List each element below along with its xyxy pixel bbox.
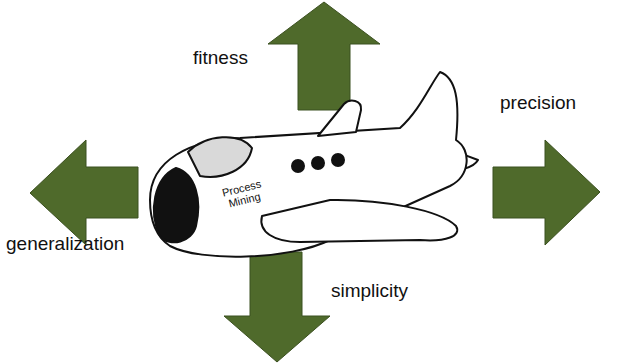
nose (154, 168, 198, 242)
down-arrow (224, 252, 330, 362)
cockpit-window (188, 137, 252, 177)
quality-label: generalization (6, 233, 124, 255)
quality-label: precision (500, 92, 576, 114)
quality-label: simplicity (331, 280, 408, 302)
top-wing (318, 101, 361, 136)
porthole (312, 157, 324, 169)
porthole (332, 154, 344, 166)
fuselage (150, 72, 467, 257)
right-arrow (493, 140, 600, 245)
left-arrow (30, 140, 138, 245)
porthole (292, 160, 304, 172)
quality-label: fitness (193, 47, 248, 69)
main-wing (261, 200, 457, 242)
up-arrow (268, 2, 380, 110)
